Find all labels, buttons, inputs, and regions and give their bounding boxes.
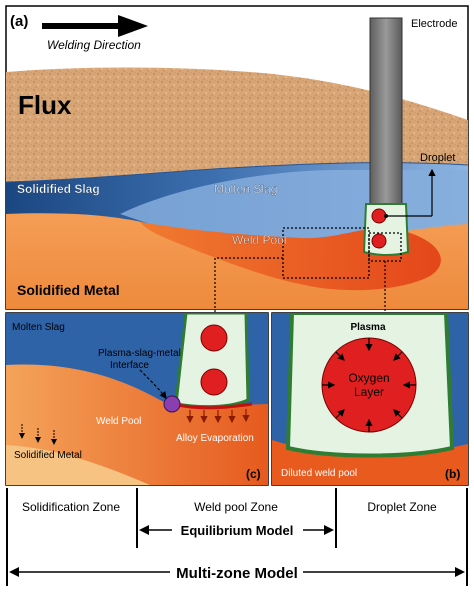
panel-b: Plasma Oxygen Layer Diluted weld pool (b… (271, 312, 469, 486)
flux-label: Flux (18, 90, 72, 120)
electrode (369, 17, 403, 205)
droplet-c-upper (200, 324, 228, 352)
alloy-evaporation-label: Alloy Evaporation (176, 433, 254, 444)
droplet-leader (384, 168, 436, 218)
droplet-label: Droplet (420, 152, 455, 164)
evaporation-arrows (186, 409, 250, 424)
droplet-c-lower (200, 368, 228, 396)
panel-c-label: (c) (246, 467, 261, 481)
panel-a: (a) Welding Direction Electrode Flux Dro… (5, 5, 469, 310)
droplet-zone-label: Droplet Zone (367, 500, 437, 514)
oxygen-label-line2: Layer (354, 385, 384, 399)
oxygen-label-line1: Oxygen (348, 371, 389, 385)
interface-label-line2: Interface (110, 360, 149, 371)
plasma-label: Plasma (350, 322, 385, 333)
equilibrium-model-label: Equilibrium Model (181, 523, 294, 538)
zoom-connectors (214, 257, 386, 314)
panel-c-solidified-metal: Solidified Metal (14, 450, 82, 461)
welding-direction-arrow (42, 15, 148, 37)
solidified-slag-label: Solidified Slag (17, 182, 100, 196)
panel-a-label: (a) (10, 13, 28, 30)
panel-c-weld-pool: Weld Pool (96, 416, 141, 427)
equilibrium-model-arrow (139, 525, 334, 535)
panel-c: Molten Slag Plasma-slag-metal Interface … (5, 312, 269, 486)
welding-direction-label: Welding Direction (47, 38, 141, 52)
multi-zone-model-arrow (9, 567, 465, 577)
multi-zone-model-label: Multi-zone Model (176, 565, 298, 582)
droplet-a-upper (371, 208, 387, 224)
solidification-arrows (19, 424, 57, 445)
diluted-weld-pool-label: Diluted weld pool (281, 468, 357, 479)
plasma-cavity-a (362, 203, 410, 256)
flux-region (6, 67, 468, 182)
electrode-label: Electrode (411, 18, 457, 30)
zones-section: Solidification Zone Weld pool Zone Dropl… (6, 488, 468, 586)
solidified-metal-label: Solidified Metal (17, 282, 120, 298)
interface-marker (163, 395, 181, 413)
interface-label-line1: Plasma-slag-metal (98, 348, 181, 359)
molten-slag-label: Molten Slag (214, 182, 277, 196)
oxygen-arrows (322, 338, 416, 432)
weld-pool-zone-label: Weld pool Zone (194, 500, 278, 514)
panel-c-molten-slag: Molten Slag (12, 322, 65, 333)
panel-b-label: (b) (445, 467, 460, 481)
droplet-a-lower (371, 233, 387, 249)
weld-pool-label: Weld Pool (232, 233, 286, 247)
solidification-zone-label: Solidification Zone (22, 500, 120, 514)
